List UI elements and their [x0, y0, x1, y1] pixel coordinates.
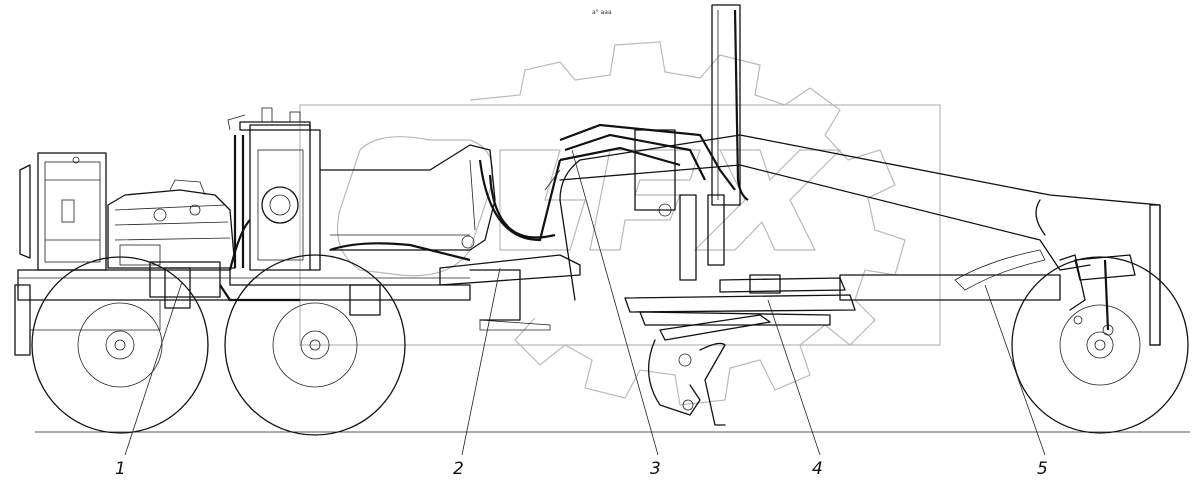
rear-wheel-2 [224, 254, 406, 436]
gear-logo-watermark-icon [299, 41, 941, 406]
cab-block [233, 107, 321, 271]
front-axle-bracket [1073, 254, 1136, 336]
callout-label-1: 1 [115, 459, 126, 479]
blade-assembly [624, 274, 856, 426]
top-note: a° aaa [592, 9, 612, 16]
callout-label-3: 3 [650, 459, 661, 479]
engine [107, 179, 236, 309]
callout-label-2: 2 [453, 459, 464, 479]
callout-label-4: 4 [812, 459, 823, 479]
radiator [19, 152, 107, 271]
main-frame-beam [439, 134, 1161, 346]
engine-hood [319, 144, 496, 251]
leader-lines [124, 149, 1046, 456]
front-wheel [1011, 256, 1189, 434]
callout-label-5: 5 [1037, 459, 1048, 479]
hydraulic-hoses [219, 114, 736, 302]
